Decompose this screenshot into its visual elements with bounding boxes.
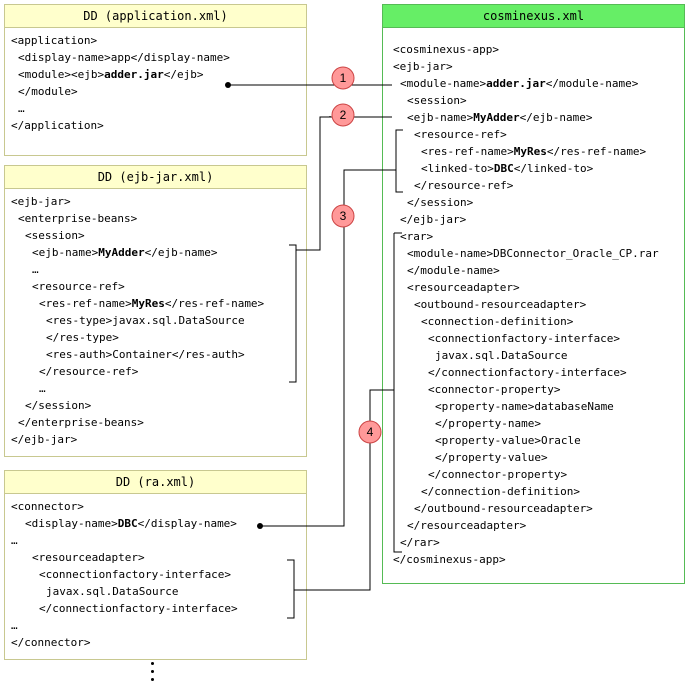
ejb-jar-xml-box: DD (ejb-jar.xml) <ejb-jar> <enterprise-be… [4,165,307,457]
code-line: </connectionfactory-interface> [428,366,627,379]
ejb-jar-xml-title: DD (ejb-jar.xml) [5,166,306,189]
code-line: <ejb-name>MyAdder</ejb-name> [32,246,218,259]
code-line: </enterprise-beans> [18,416,144,429]
code-line: <ejb-jar> [11,195,71,208]
code-line: </ejb-jar> [400,213,467,226]
code-line: <res-type>javax.sql.DataSource [46,314,245,327]
continuation-ellipsis [150,662,156,686]
marker-4: 4 [358,420,382,444]
ra-xml-box: DD (ra.xml) <connector> <display-name>DBC… [4,470,307,660]
code-line: </session> [407,196,474,209]
code-line: <connectionfactory-interface> [428,332,621,345]
code-line: <connector> [11,500,84,513]
code-line: <module><ejb>adder.jar</ejb> [18,68,204,81]
application-xml-box: DD (application.xml) <application> <displ… [4,4,307,156]
code-line: </connector> [11,636,91,649]
code-line: <res-ref-name>MyRes</res-ref-name> [39,297,265,310]
code-line: <linked-to>DBC</linked-to> [421,162,594,175]
code-line: </module-name> [407,264,500,277]
code-line: <resource-ref> [32,280,125,293]
code-line: javax.sql.DataSource [435,349,568,362]
code-line: <ejb-name>MyAdder</ejb-name> [407,111,593,124]
ra-xml-title: DD (ra.xml) [5,471,306,494]
code-line: <connection-definition> [421,315,574,328]
code-line: </rar> [400,536,440,549]
cosminexus-xml-box: cosminexus.xml <cosminexus-app> <ejb-jar>… [382,4,685,584]
code-line: javax.sql.DataSource [46,585,179,598]
code-line: <application> [11,34,98,47]
code-line: <session> [407,94,467,107]
code-line: <display-name>app</display-name> [18,51,230,64]
code-line: … [18,102,25,115]
code-line: </cosminexus-app> [393,553,506,566]
code-line: <outbound-resourceadapter> [414,298,587,311]
code-line: <resourceadapter> [407,281,520,294]
code-line: </connectionfactory-interface> [39,602,238,615]
application-xml-title: DD (application.xml) [5,5,306,28]
svg-text:2: 2 [340,108,347,122]
code-line: <session> [25,229,85,242]
code-line: <display-name>DBC</display-name> [25,517,237,530]
code-line: </module> [18,85,78,98]
code-line: <cosminexus-app> [393,43,499,56]
code-line: <property-value>Oracle [435,434,581,447]
code-line: … [32,263,39,276]
code-line: <module-name>DBConnector_Oracle_CP.rar [407,247,659,260]
code-line: <res-ref-name>MyRes</res-ref-name> [421,145,647,158]
code-line: <ejb-jar> [393,60,453,73]
code-line: … [11,534,18,547]
code-line: <connectionfactory-interface> [39,568,232,581]
code-line: … [11,619,18,632]
code-line: <res-auth>Container</res-auth> [46,348,245,361]
code-line: </res-type> [46,331,119,344]
code-line: </session> [25,399,92,412]
code-line: </resource-ref> [39,365,139,378]
marker-1: 1 [331,66,355,90]
code-line: </property-value> [435,451,548,464]
code-line: <rar> [400,230,434,243]
svg-text:4: 4 [367,425,374,439]
svg-text:3: 3 [340,209,347,223]
cosminexus-xml-title: cosminexus.xml [383,5,684,28]
marker-3: 3 [331,204,355,228]
code-line: </property-name> [435,417,541,430]
code-line: <property-name>databaseName [435,400,614,413]
code-line: <connector-property> [428,383,561,396]
code-line: </ejb-jar> [11,433,78,446]
marker-2: 2 [331,103,355,127]
svg-text:1: 1 [340,71,347,85]
code-line: </connector-property> [428,468,568,481]
code-line: <module-name>adder.jar</module-name> [400,77,639,90]
code-line: … [39,382,46,395]
link-2-line [296,116,392,251]
code-line: </outbound-resourceadapter> [414,502,593,515]
code-line: </application> [11,119,104,132]
code-line: </resourceadapter> [407,519,527,532]
link-4-line [294,389,394,591]
code-line: <resource-ref> [414,128,507,141]
code-line: <resourceadapter> [32,551,145,564]
code-line: <enterprise-beans> [18,212,138,225]
code-line: </resource-ref> [414,179,514,192]
code-line: </connection-definition> [421,485,580,498]
